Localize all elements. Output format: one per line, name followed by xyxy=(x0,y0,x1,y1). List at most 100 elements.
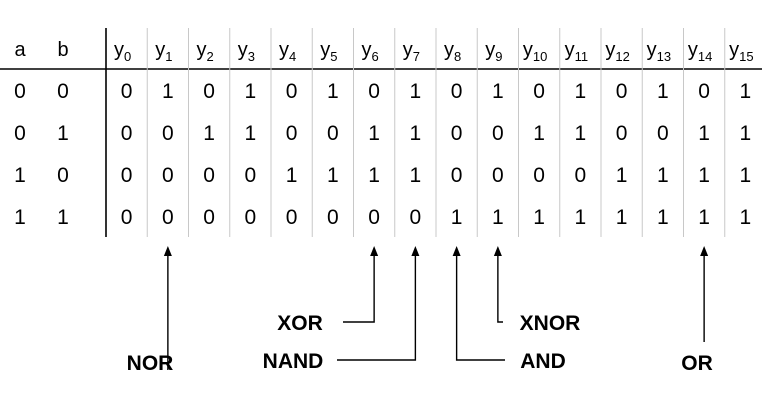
output-cell: 1 xyxy=(698,122,710,145)
output-header-letter: y xyxy=(114,39,124,61)
output-cell: 0 xyxy=(575,164,587,187)
output-header-letter: y xyxy=(523,39,533,61)
output-header-subscript: 10 xyxy=(533,49,547,64)
output-header-subscript: 3 xyxy=(248,49,255,64)
output-header: y0 xyxy=(114,39,131,64)
output-cell: 0 xyxy=(162,164,174,187)
output-cell: 1 xyxy=(203,122,215,145)
arrow-head xyxy=(370,246,379,256)
gate-label-or: OR xyxy=(681,352,713,375)
output-cell: 0 xyxy=(451,164,463,187)
output-header-subscript: 13 xyxy=(657,49,671,64)
input-cell: 0 xyxy=(14,80,26,103)
output-cell: 1 xyxy=(492,206,504,229)
output-header: y10 xyxy=(523,39,547,64)
output-cell: 0 xyxy=(245,206,257,229)
input-cell: 0 xyxy=(57,80,69,103)
output-cell: 0 xyxy=(286,122,298,145)
output-header-letter: y xyxy=(565,39,575,61)
output-cell: 1 xyxy=(533,206,545,229)
output-cell: 0 xyxy=(616,80,628,103)
output-cell: 0 xyxy=(368,80,380,103)
output-header-letter: y xyxy=(403,39,413,61)
input-header: a xyxy=(14,39,26,61)
output-cell: 0 xyxy=(121,122,133,145)
output-header: y15 xyxy=(729,39,753,64)
output-header-letter: y xyxy=(320,39,330,61)
output-cell: 1 xyxy=(451,206,463,229)
output-header-subscript: 15 xyxy=(739,49,753,64)
output-header-letter: y xyxy=(647,39,657,61)
output-header: y12 xyxy=(605,39,629,64)
output-header-subscript: 1 xyxy=(165,49,172,64)
arrow-head xyxy=(452,246,461,256)
output-header-subscript: 0 xyxy=(124,49,131,64)
output-header-subscript: 9 xyxy=(495,49,502,64)
input-cell: 1 xyxy=(57,122,69,145)
output-header: y9 xyxy=(485,39,502,64)
output-cell: 0 xyxy=(533,164,545,187)
output-header-subscript: 4 xyxy=(289,49,296,64)
output-cell: 1 xyxy=(533,122,545,145)
gate-label-nor: NOR xyxy=(127,352,174,375)
output-cell: 0 xyxy=(121,80,133,103)
output-cell: 1 xyxy=(657,206,669,229)
output-cell: 0 xyxy=(698,80,710,103)
output-cell: 1 xyxy=(286,164,298,187)
output-header: y13 xyxy=(647,39,671,64)
output-header: y4 xyxy=(279,39,296,64)
input-cell: 1 xyxy=(14,164,26,187)
output-cell: 0 xyxy=(203,80,215,103)
output-cell: 1 xyxy=(410,80,422,103)
output-cell: 0 xyxy=(327,206,339,229)
output-cell: 1 xyxy=(575,122,587,145)
output-cell: 1 xyxy=(740,164,752,187)
output-header-letter: y xyxy=(729,39,739,61)
output-cell: 1 xyxy=(616,164,628,187)
output-header-letter: y xyxy=(362,39,372,61)
output-cell: 0 xyxy=(616,122,628,145)
output-header-subscript: 12 xyxy=(615,49,629,64)
gate-label-and: AND xyxy=(520,350,566,373)
input-cell: 0 xyxy=(57,164,69,187)
output-cell: 0 xyxy=(410,206,422,229)
output-cell: 1 xyxy=(245,80,257,103)
output-cell: 0 xyxy=(162,206,174,229)
output-cell: 0 xyxy=(451,80,463,103)
arrow-head xyxy=(163,246,172,256)
output-header-letter: y xyxy=(279,39,289,61)
output-cell: 0 xyxy=(368,206,380,229)
output-header: y6 xyxy=(362,39,379,64)
output-header-subscript: 11 xyxy=(575,49,589,64)
arrow-head xyxy=(700,246,709,256)
output-cell: 0 xyxy=(533,80,545,103)
output-cell: 0 xyxy=(492,164,504,187)
output-header-letter: y xyxy=(197,39,207,61)
output-cell: 1 xyxy=(410,122,422,145)
output-header-letter: y xyxy=(485,39,495,61)
gate-label-xor: XOR xyxy=(277,312,323,335)
output-cell: 0 xyxy=(286,206,298,229)
output-header-letter: y xyxy=(605,39,615,61)
output-header: y2 xyxy=(197,39,214,64)
output-cell: 0 xyxy=(657,122,669,145)
output-header-subscript: 5 xyxy=(330,49,337,64)
output-cell: 1 xyxy=(657,80,669,103)
output-cell: 0 xyxy=(492,122,504,145)
output-cell: 1 xyxy=(492,80,504,103)
output-cell: 1 xyxy=(740,80,752,103)
output-header-subscript: 14 xyxy=(698,49,712,64)
output-header-letter: y xyxy=(155,39,165,61)
output-cell: 0 xyxy=(121,206,133,229)
output-cell: 1 xyxy=(740,206,752,229)
output-header: y1 xyxy=(155,39,172,64)
arrow-line xyxy=(337,255,417,361)
output-cell: 1 xyxy=(368,164,380,187)
output-header-letter: y xyxy=(688,39,698,61)
output-cell: 1 xyxy=(245,122,257,145)
output-cell: 1 xyxy=(368,122,380,145)
output-header: y11 xyxy=(565,39,589,64)
input-cell: 1 xyxy=(57,206,69,229)
output-header-subscript: 7 xyxy=(413,49,420,64)
